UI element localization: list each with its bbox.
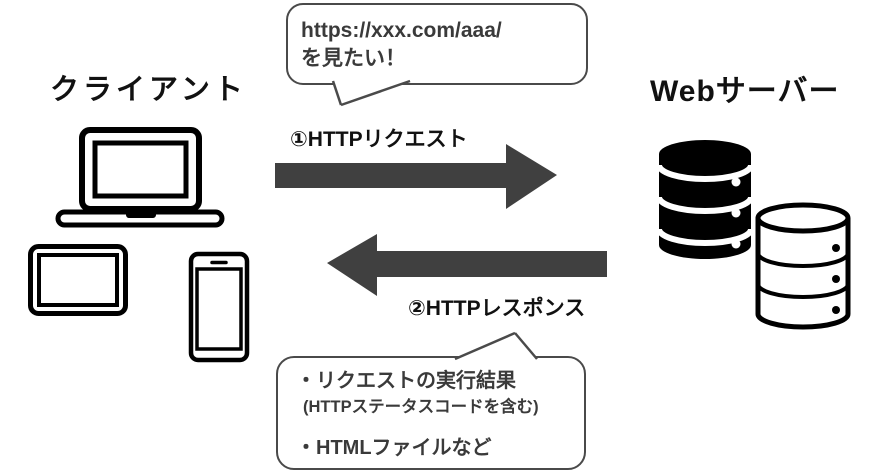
response-bubble-item1-note: (HTTPステータスコードを含む): [303, 398, 539, 416]
laptop-icon: [55, 127, 225, 228]
response-bubble-item2: ・HTMLファイルなど: [296, 437, 492, 459]
database-stack-outline-icon: [751, 198, 855, 334]
request-bubble-url: https://xxx.com/aaa/: [301, 19, 502, 42]
request-speech-bubble: https://xxx.com/aaa/ を見たい！: [286, 3, 588, 85]
request-bubble-tail: [331, 79, 411, 107]
server-label: Webサーバー: [650, 75, 840, 108]
smartphone-icon: [188, 251, 250, 363]
right-arrow-shape: [275, 144, 557, 209]
left-arrow-shape: [327, 234, 607, 296]
response-speech-bubble: ・リクエストの実行結果 (HTTPステータスコードを含む) ・HTMLファイルな…: [276, 356, 586, 470]
http-request-label: ①HTTPリクエスト: [290, 128, 468, 151]
request-bubble-wish: を見たい！: [301, 47, 406, 70]
response-bubble-tail: [454, 331, 538, 361]
http-response-arrow: [327, 234, 607, 296]
client-label: クライアント: [50, 74, 247, 106]
web-server-icons: [656, 140, 855, 334]
http-request-arrow: [275, 144, 557, 209]
http-response-label: ②HTTPレスポンス: [408, 297, 586, 320]
tablet-icon: [28, 244, 128, 316]
database-stack-filled-icon: [656, 140, 754, 259]
response-bubble-item1: ・リクエストの実行結果: [296, 370, 516, 392]
